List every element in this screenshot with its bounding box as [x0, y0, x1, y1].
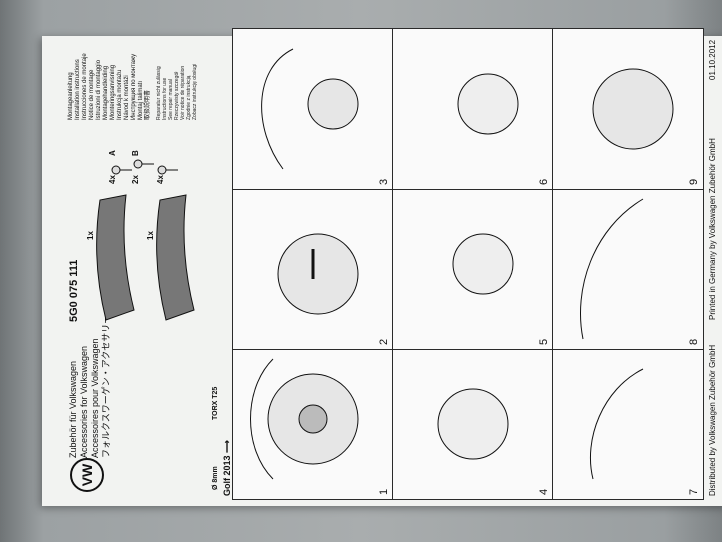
- parts-diagram: 1x 1x 4x A 2x B 4x: [86, 140, 216, 350]
- letter-a: A: [108, 150, 117, 156]
- instr-line: Návod k montáži: [124, 75, 130, 120]
- footer-date: 01.10.2012: [708, 39, 717, 80]
- step-9: 9: [552, 28, 704, 190]
- model-label: Golf 2013 ⟶: [222, 350, 234, 500]
- step-number: 2: [378, 338, 390, 345]
- step-number: 4: [538, 488, 550, 495]
- instruction-sheet: VW Zubehör für Volkswagen Accessories fo…: [42, 28, 722, 506]
- instructions-block: Montageanleitung Installation instructio…: [68, 53, 152, 120]
- step-6: 6: [392, 28, 554, 190]
- instr-line: Instrukcja montażu: [117, 69, 123, 120]
- step-number: 9: [688, 178, 700, 185]
- qty-clip-b: 2x: [131, 175, 140, 184]
- svg-text:VW: VW: [79, 463, 95, 486]
- instr-line: Montageanleitung: [68, 72, 74, 120]
- accessory-line-de: Zubehör für Volkswagen: [68, 360, 78, 458]
- letter-b: B: [131, 150, 140, 156]
- qty-fender-top: 1x: [86, 231, 95, 240]
- step-number: 7: [688, 488, 700, 495]
- torx-label: TORX T25: [212, 386, 219, 420]
- instr-line: 取扱説明書: [145, 89, 151, 120]
- step-8: 8: [552, 188, 704, 350]
- qty-screw-c: 4x: [156, 175, 165, 184]
- step-number: 6: [538, 178, 550, 185]
- step-1: 1: [232, 348, 394, 500]
- step-number: 8: [688, 338, 700, 345]
- instr-line: Montaj talimatı: [138, 80, 144, 120]
- step-number: 1: [378, 488, 390, 495]
- step-2: 2: [232, 188, 394, 350]
- instr-line: Installation instructions: [75, 59, 81, 120]
- step-5: 5: [392, 188, 554, 350]
- drill-label: Ø 8mm: [212, 466, 219, 490]
- step-3: 3: [232, 28, 394, 190]
- vw-logo-icon: VW: [70, 458, 104, 492]
- part-number: 5G0 075 111: [68, 259, 80, 322]
- instr-line: Monteringsanvisning: [110, 64, 116, 120]
- note-line: Zobacz instrukcję obsługi: [192, 63, 198, 120]
- instr-line: Инструкция по монтажу: [131, 53, 137, 120]
- instructions-notes: Reparatur nicht zulässig Instructions fo…: [156, 64, 198, 120]
- footer-printed: Printed in Germany by Volkswagen Zubehör…: [708, 138, 717, 320]
- step-4: 4: [392, 348, 554, 500]
- instr-line: Istruzioni di montaggio: [96, 59, 102, 120]
- step-number: 5: [538, 338, 550, 345]
- instruction-page: VW Zubehör für Volkswagen Accessories fo…: [62, 28, 722, 500]
- qty-fender-bottom: 1x: [146, 231, 155, 240]
- step-number: 3: [378, 178, 390, 185]
- instr-line: Instrucciones de montaje: [82, 53, 88, 120]
- instr-line: Notice de montage: [89, 69, 95, 120]
- qty-screw-a: 4x: [108, 175, 117, 184]
- model-label-text: Golf 2013 ⟶: [222, 440, 232, 496]
- footer-distributed: Distributed by Volkswagen Zubehör GmbH: [708, 344, 717, 496]
- instr-line: Montagehandleiding: [103, 65, 109, 120]
- step-7: 7: [552, 348, 704, 500]
